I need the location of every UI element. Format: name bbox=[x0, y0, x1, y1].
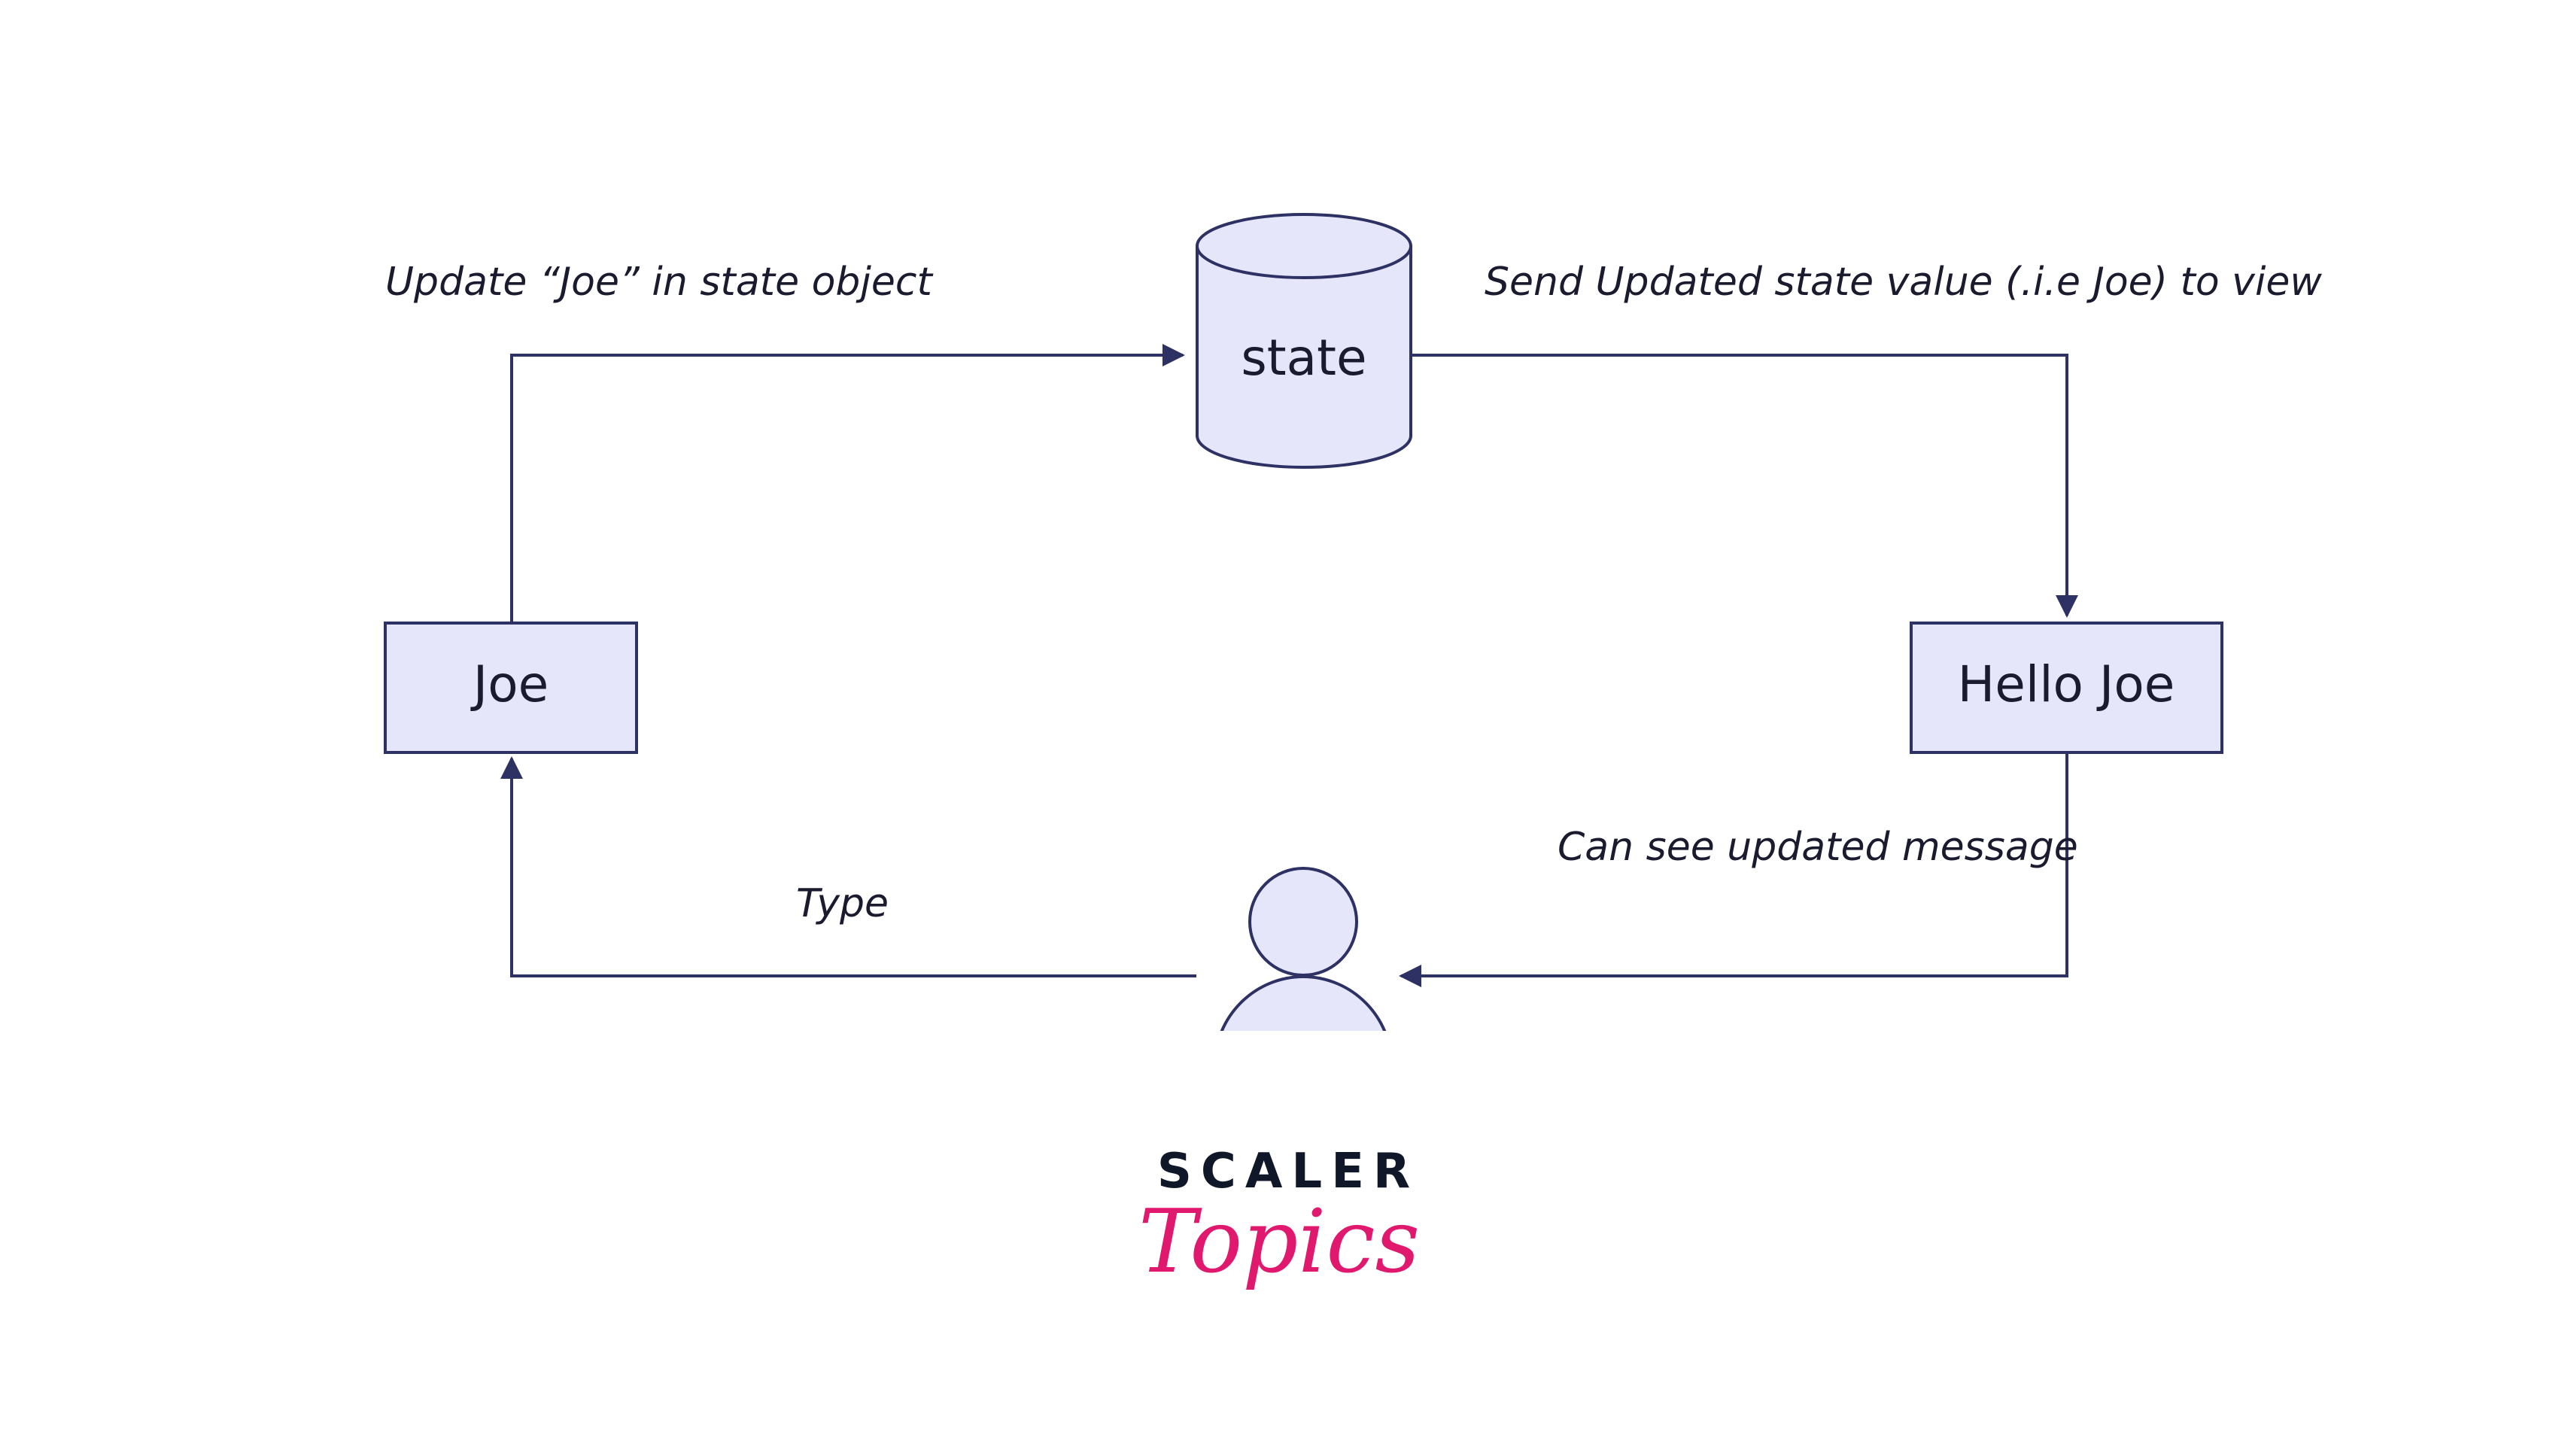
input-node: Joe bbox=[384, 622, 638, 754]
view-node-label: Hello Joe bbox=[1958, 655, 2175, 713]
state-node-label: state bbox=[1241, 329, 1366, 387]
logo-script: Topics bbox=[1138, 1191, 1420, 1293]
edge-send-arrow bbox=[1410, 354, 2078, 618]
logo-word: SCALER bbox=[1157, 1144, 1419, 1199]
edge-see-arrow bbox=[1399, 754, 2068, 987]
state-node: state bbox=[1196, 213, 1412, 469]
edge-update-arrow bbox=[510, 344, 1185, 623]
scaler-topics-logo: SCALER Topics bbox=[1138, 1144, 1420, 1293]
edge-see-label: Can see updated message bbox=[1558, 825, 2078, 870]
user-icon bbox=[1220, 867, 1387, 1031]
edge-type-label: Type bbox=[796, 881, 889, 926]
view-node: Hello Joe bbox=[1910, 622, 2223, 754]
input-node-label: Joe bbox=[470, 655, 549, 713]
edge-type-arrow bbox=[500, 756, 1196, 977]
edge-update-label: Update “Joe” in state object bbox=[385, 260, 933, 305]
edge-send-label: Send Updated state value (.i.e Joe) to v… bbox=[1485, 260, 2322, 305]
